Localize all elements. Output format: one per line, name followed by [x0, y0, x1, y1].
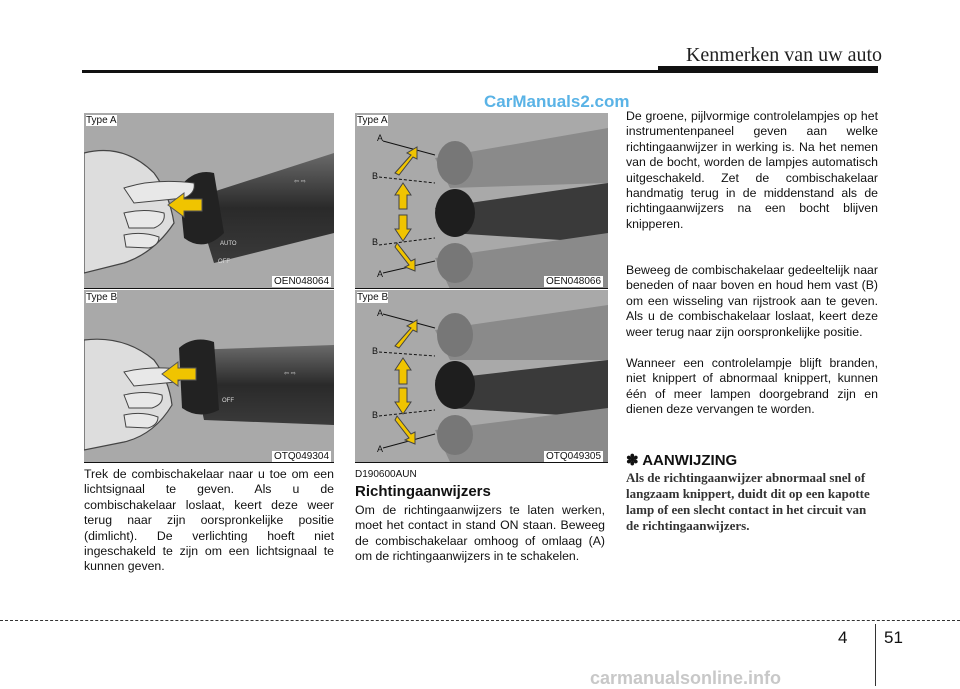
footer-rule — [0, 620, 960, 621]
section-code: D190600AUN — [355, 469, 417, 480]
figure-type-label: Type B — [357, 292, 389, 303]
figure-type-b-hand: ⇦ ⇨ Type B OFF — [84, 290, 334, 462]
figure-code: OTQ049304 — [272, 451, 332, 462]
header-rule — [82, 70, 878, 73]
figure-type-a-hand: ⇦ ⇨ Type A OFF AUTO — [84, 113, 334, 289]
watermark-top[interactable]: CarManuals2.com — [484, 92, 630, 111]
col3-paragraph-1: De groene, pijlvormige controlelampjes o… — [626, 109, 878, 231]
figure-type-label: Type A — [86, 115, 117, 126]
col3-paragraph-3: Wanneer een controlelampje blijft brande… — [626, 356, 878, 417]
letter-a-bottom: A — [377, 444, 384, 454]
notice-icon: ✽ — [626, 452, 639, 469]
col1-paragraph: Trek de combischakelaar naar u toe om ee… — [84, 467, 334, 574]
auto-label: AUTO — [220, 241, 237, 247]
page-divider — [875, 624, 876, 686]
watermark-bottom[interactable]: carmanualsonline.info — [590, 668, 782, 688]
figure-divider — [355, 288, 608, 289]
col3-paragraph-2: Beweeg de combischakelaar gedeeltelijk n… — [626, 263, 878, 339]
figure-code: OTQ049305 — [544, 451, 604, 462]
figure-type-label: Type B — [86, 292, 118, 303]
figure-code: OEN048064 — [272, 276, 332, 287]
letter-a-bottom: A — [377, 269, 384, 279]
figure-code: OEN048066 — [544, 276, 604, 287]
letter-a-top: A — [377, 133, 384, 143]
figure-divider — [84, 462, 334, 463]
off-label: OFF — [218, 259, 230, 265]
notice-heading: ✽ AANWIJZING — [626, 451, 737, 469]
page-number: 51 — [884, 628, 903, 647]
svg-text:⇦ ⇨: ⇦ ⇨ — [284, 371, 296, 377]
figure-divider — [355, 462, 608, 463]
header-bar — [658, 66, 878, 72]
header-title: Kenmerken van uw auto — [685, 44, 882, 66]
svg-text:⇦ ⇨: ⇦ ⇨ — [294, 179, 306, 185]
section-heading: Richtingaanwijzers — [355, 483, 491, 500]
figure-type-b-signal: Type B A B B A — [355, 290, 608, 462]
letter-b-top: B — [372, 171, 379, 181]
notice-text: Als de richtingaanwijzer abnormaal snel … — [626, 470, 870, 533]
letter-b-bottom: B — [372, 410, 379, 420]
figure-divider — [84, 288, 334, 289]
figure-type-a-signal: Type A A B B A — [355, 113, 608, 289]
letter-b-bottom: B — [372, 237, 379, 247]
chapter-number: 4 — [838, 628, 848, 647]
letter-a-top: A — [377, 308, 384, 318]
notice-title: AANWIJZING — [642, 452, 738, 469]
col2-paragraph: Om de richtingaanwijzers te laten werken… — [355, 503, 605, 564]
off-label: OFF — [222, 398, 234, 404]
letter-b-top: B — [372, 346, 379, 356]
figure-type-label: Type A — [357, 115, 388, 126]
